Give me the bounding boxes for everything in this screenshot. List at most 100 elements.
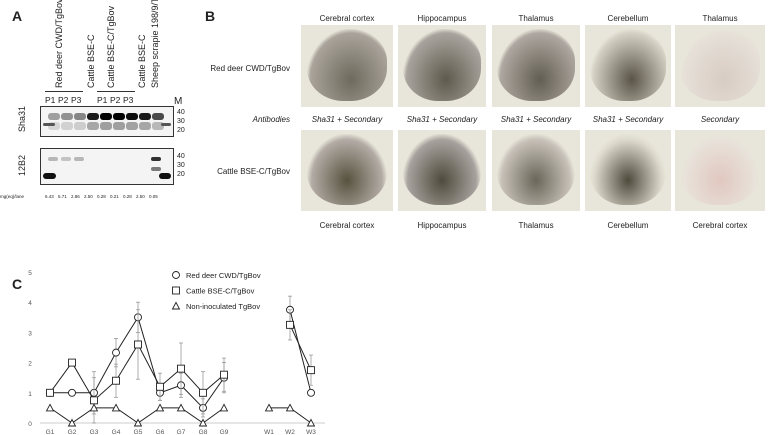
series-line xyxy=(50,316,225,409)
data-point xyxy=(112,376,120,385)
band xyxy=(87,113,99,120)
tissue xyxy=(403,134,481,206)
series-triangle xyxy=(45,403,316,427)
marker-size: 20 xyxy=(177,127,185,134)
panel-c-letter: C xyxy=(12,276,23,292)
group-label: Cattle BSE-C xyxy=(86,34,96,88)
bracket-cattle xyxy=(97,91,135,92)
data-point xyxy=(133,418,143,427)
amount-value: 0.28 xyxy=(97,194,106,199)
column-header: Cerebellum xyxy=(607,14,649,23)
antibody-label: Sha31 + Secondary xyxy=(592,115,664,124)
band xyxy=(113,122,125,130)
x-tick-label: G3 xyxy=(90,429,99,435)
x-tick-label: G2 xyxy=(68,429,77,435)
brain-section-image xyxy=(585,25,671,107)
marker-size: 40 xyxy=(177,109,185,116)
brain-section-image xyxy=(301,130,393,211)
data-point xyxy=(89,403,99,412)
x-tick-label: W3 xyxy=(306,429,316,435)
x-tick-label: W1 xyxy=(264,429,274,435)
amount-value: 0.21 xyxy=(110,194,119,199)
series-square xyxy=(46,309,315,424)
legend-marker xyxy=(172,271,180,279)
tissue xyxy=(680,134,760,206)
tissue xyxy=(497,29,575,102)
group-label: Sheep scrapie 198/9/TgBov xyxy=(150,0,160,88)
data-point xyxy=(68,388,76,397)
marker-size: 20 xyxy=(177,171,185,178)
data-point xyxy=(156,382,164,391)
y-tick-label: 4 xyxy=(28,300,32,307)
amount-value: 0.28 xyxy=(123,194,132,199)
amount-value: 2.86 xyxy=(71,194,80,199)
band xyxy=(74,122,86,130)
antibody-label: Sha31 + Secondary xyxy=(311,115,383,124)
data-point xyxy=(219,403,229,412)
band xyxy=(61,122,73,130)
tissue xyxy=(306,134,388,206)
band xyxy=(100,113,112,120)
amount-value: 5.71 xyxy=(58,194,67,199)
legend-marker xyxy=(171,301,181,310)
marker-band xyxy=(161,123,171,126)
column-footer: Hippocampus xyxy=(417,221,467,230)
band xyxy=(100,122,112,130)
brain-section-image xyxy=(675,25,765,107)
data-point xyxy=(68,358,76,367)
data-point xyxy=(176,403,186,412)
data-point xyxy=(177,364,185,373)
lane-label: P1 xyxy=(97,95,108,105)
x-tick-label: G5 xyxy=(134,429,143,435)
legend-label: Non-inoculated TgBov xyxy=(186,302,260,311)
band xyxy=(61,157,71,161)
band xyxy=(48,157,58,161)
data-point xyxy=(220,370,228,379)
data-point xyxy=(286,320,294,329)
column-footer: Cerebellum xyxy=(607,221,649,230)
band xyxy=(74,157,84,161)
data-point xyxy=(307,388,315,397)
series-line xyxy=(49,343,225,402)
lane-label: P1 xyxy=(45,95,56,105)
data-point xyxy=(45,403,55,412)
lane-label: P3 xyxy=(71,95,82,105)
marker-band xyxy=(159,173,171,179)
band xyxy=(126,122,138,130)
brain-section-image xyxy=(398,130,486,211)
panel-b-letter: B xyxy=(205,8,216,24)
data-point xyxy=(134,340,142,349)
tissue xyxy=(680,29,760,102)
amount-row-label: mg(eq)/lane xyxy=(0,194,25,199)
brain-section-image xyxy=(675,130,765,211)
lane-label: P2 xyxy=(110,95,121,105)
lane-label: P2 xyxy=(58,95,69,105)
series-line xyxy=(289,324,312,371)
bracket-red-deer xyxy=(45,91,83,92)
y-tick-label: 2 xyxy=(28,361,32,368)
column-header: Thalamus xyxy=(518,14,554,23)
x-tick-label: G6 xyxy=(156,429,165,435)
legend-marker xyxy=(172,286,180,295)
marker-size: 40 xyxy=(177,153,185,160)
data-point xyxy=(112,348,120,357)
y-tick-label: 3 xyxy=(28,330,32,337)
brain-section-image xyxy=(492,25,580,107)
band xyxy=(152,122,164,130)
data-point xyxy=(264,403,274,412)
marker-band xyxy=(43,173,56,179)
brain-section-image xyxy=(585,130,671,211)
x-tick-label: G1 xyxy=(46,429,55,435)
tissue xyxy=(497,134,575,206)
lane-label: P3 xyxy=(123,95,134,105)
panel-a-letter: A xyxy=(12,8,23,24)
data-point xyxy=(198,418,208,427)
band xyxy=(151,167,161,171)
data-point xyxy=(285,403,295,412)
amount-value: 6.43 xyxy=(45,194,54,199)
marker-size: 30 xyxy=(177,162,185,169)
band xyxy=(48,122,60,130)
band xyxy=(61,113,73,120)
antibody-label: Sha31 + Secondary xyxy=(500,115,572,124)
